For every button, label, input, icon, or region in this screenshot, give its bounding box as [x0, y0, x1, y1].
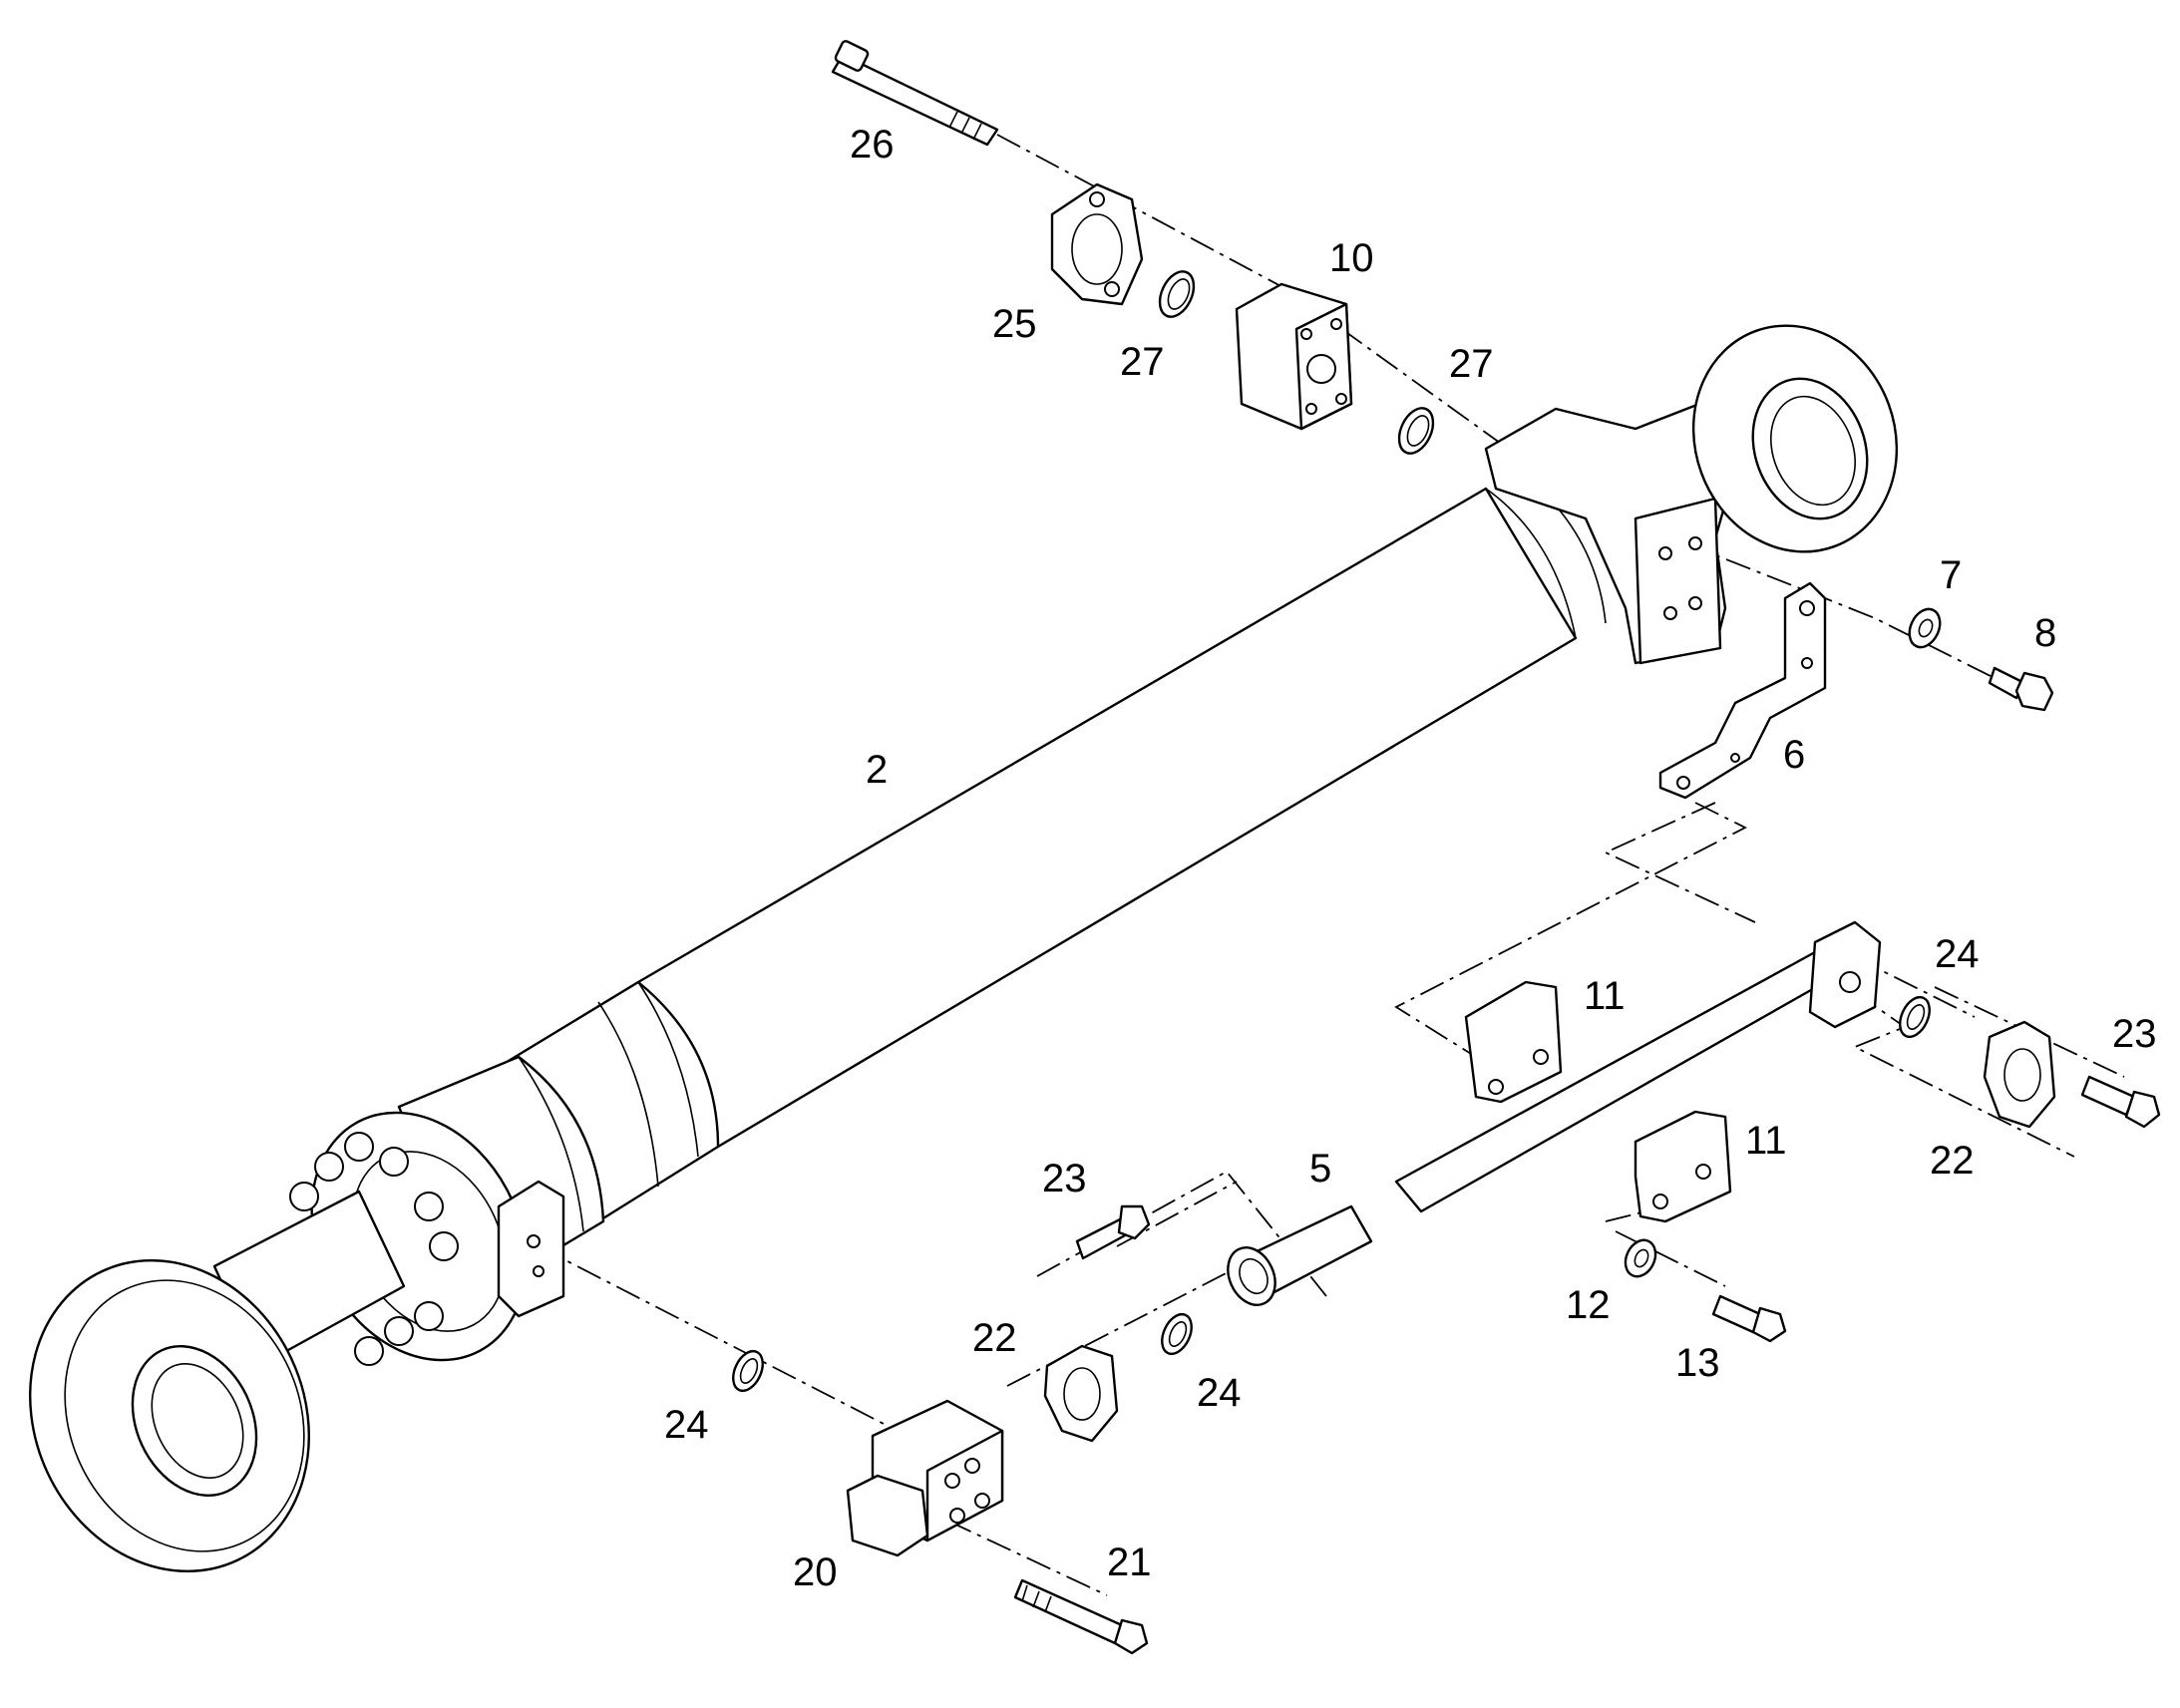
callout-10: 10: [1329, 236, 1374, 280]
o-ring-part-27a: [1158, 270, 1196, 318]
callout-24a: 24: [1935, 932, 1980, 976]
hex-bolt-part-8: [1988, 666, 2054, 712]
callout-27a: 27: [1120, 340, 1165, 384]
split-flange-part-22b: [1043, 1344, 1119, 1443]
o-ring-part-24a: [1899, 995, 1931, 1039]
flange-bolts: [289, 1132, 459, 1366]
callout-6: 6: [1783, 733, 1805, 777]
callout-12: 12: [1566, 1283, 1611, 1327]
callout-25: 25: [992, 302, 1037, 346]
valve-block-part-10: [1235, 282, 1353, 431]
callout-11a: 11: [1584, 974, 1626, 1018]
callout-8: 8: [2034, 611, 2056, 655]
washer-part-12: [1624, 1238, 1657, 1278]
hydraulic-pipe: [1394, 920, 1882, 1213]
screw-part-23a: [2080, 1075, 2161, 1129]
callout-22a: 22: [1930, 1139, 1975, 1183]
clamp-plate-part-11b: [1634, 1110, 1732, 1223]
callout-24c: 24: [664, 1403, 709, 1447]
o-ring-part-24b: [1161, 1312, 1193, 1356]
sleeve-part-5: [1227, 1204, 1373, 1306]
callout-27b: 27: [1449, 342, 1494, 386]
screw-part-21: [1013, 1578, 1149, 1655]
callout-13: 13: [1675, 1341, 1720, 1385]
callout-22b: 22: [972, 1316, 1017, 1360]
bracket-part-6: [1658, 581, 1827, 800]
callout-20: 20: [793, 1550, 838, 1594]
callout-23b: 23: [1042, 1157, 1087, 1200]
screw-part-13: [1711, 1294, 1787, 1343]
callout-21: 21: [1107, 1540, 1152, 1584]
clamp-plate-part-11a: [1464, 980, 1563, 1104]
callout-5: 5: [1309, 1147, 1331, 1191]
callout-2: 2: [866, 748, 888, 792]
valve-block-part-20: [846, 1399, 1004, 1557]
callout-labels: 2 5 6 7 8 10 11 11 12 13 20 21 22 22 23 …: [664, 123, 2157, 1594]
callout-23a: 23: [2112, 1012, 2157, 1056]
split-flange-part-25: [1050, 182, 1144, 306]
hydraulic-cylinder-part-2: [29, 324, 1899, 1573]
split-flange-part-22a: [1983, 1020, 2056, 1129]
o-ring-part-24c: [732, 1349, 764, 1393]
screw-part-23b: [1075, 1204, 1151, 1260]
callout-11b: 11: [1745, 1119, 1787, 1163]
o-ring-part-27b: [1397, 407, 1435, 455]
bolt-part-26: [831, 40, 999, 147]
callout-26: 26: [850, 123, 895, 167]
washer-part-7: [1908, 607, 1942, 649]
callout-7: 7: [1940, 553, 1962, 597]
callout-24b: 24: [1197, 1371, 1242, 1415]
